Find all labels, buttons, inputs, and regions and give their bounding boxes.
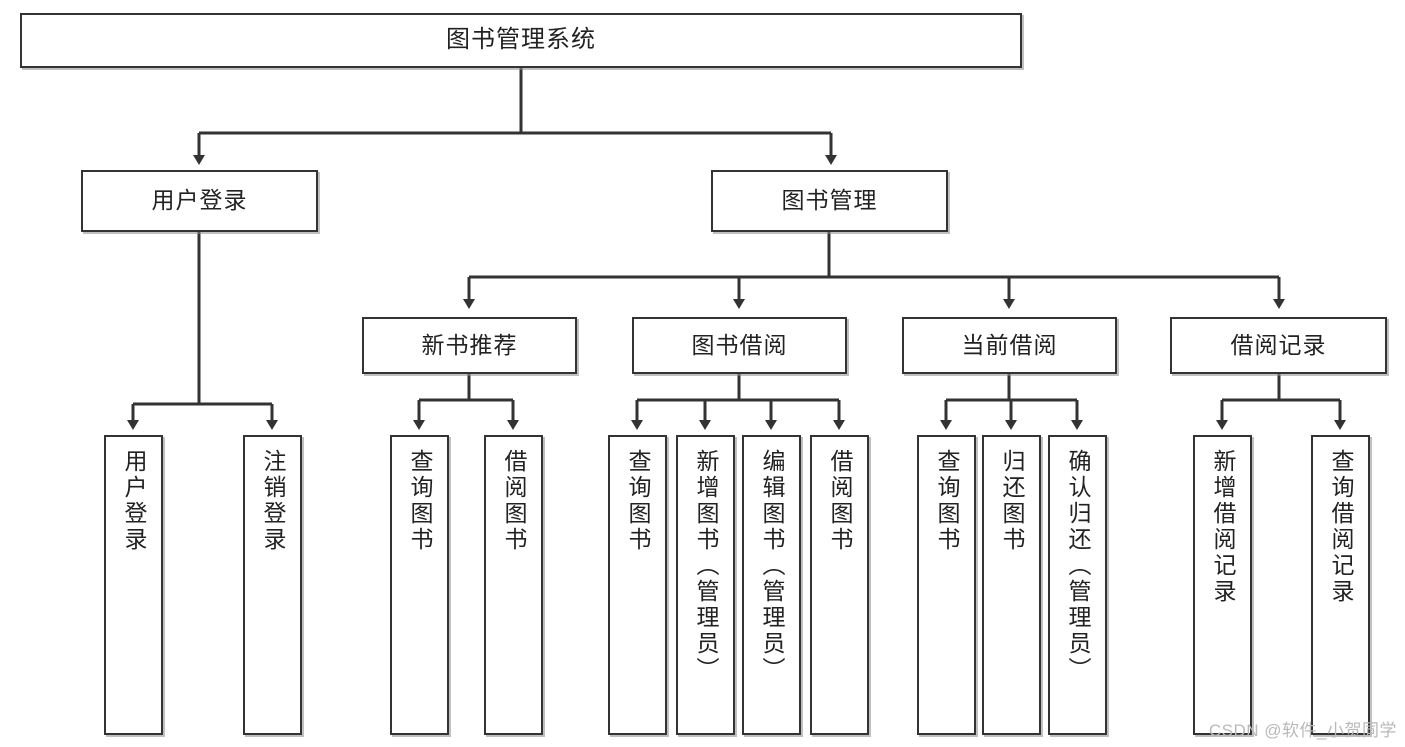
node-label: 图书借阅 [691, 331, 788, 358]
node-label: 用户登录 [121, 449, 147, 553]
node-label: 确认归还（管理员） [1065, 449, 1091, 683]
node-label: 当前借阅 [961, 331, 1058, 358]
leaf-borrow-book-2[interactable]: 借阅图书 [810, 435, 869, 735]
node-label: 查询图书 [934, 449, 960, 553]
leaf-borrow-book-1[interactable]: 借阅图书 [484, 435, 543, 735]
leaf-confirm-return[interactable]: 确认归还（管理员） [1048, 435, 1107, 735]
node-label: 图书管理系统 [446, 26, 596, 54]
node-book-manage[interactable]: 图书管理 [711, 170, 948, 232]
leaf-query-book-1[interactable]: 查询图书 [390, 435, 449, 735]
leaf-add-borrow-record[interactable]: 新增借阅记录 [1193, 435, 1252, 735]
leaf-query-book-2[interactable]: 查询图书 [608, 435, 667, 735]
node-label: 新增借阅记录 [1210, 449, 1236, 605]
node-user-login[interactable]: 用户登录 [81, 170, 318, 232]
leaf-query-borrow-record[interactable]: 查询借阅记录 [1311, 435, 1370, 735]
node-root-system[interactable]: 图书管理系统 [20, 13, 1022, 68]
node-label: 借阅记录 [1230, 331, 1327, 358]
node-label: 借阅图书 [501, 449, 527, 553]
node-label: 借阅图书 [827, 449, 853, 553]
node-new-book-recommend[interactable]: 新书推荐 [362, 317, 577, 374]
leaf-add-book[interactable]: 新增图书（管理员） [676, 435, 735, 735]
node-label: 用户登录 [151, 187, 248, 214]
leaf-return-book[interactable]: 归还图书 [982, 435, 1041, 735]
leaf-edit-book[interactable]: 编辑图书（管理员） [742, 435, 801, 735]
node-label: 注销登录 [260, 449, 286, 553]
node-label: 图书管理 [781, 187, 878, 214]
leaf-query-book-3[interactable]: 查询图书 [917, 435, 976, 735]
leaf-logout-login[interactable]: 注销登录 [243, 435, 302, 735]
node-label: 查询图书 [407, 449, 433, 553]
node-label: 查询借阅记录 [1328, 449, 1354, 605]
node-label: 新书推荐 [421, 331, 518, 358]
node-label: 归还图书 [999, 449, 1025, 553]
node-label: 查询图书 [625, 449, 651, 553]
leaf-user-login[interactable]: 用户登录 [104, 435, 163, 735]
node-label: 新增图书（管理员） [693, 449, 719, 683]
watermark-csdn: CSDN @软件_小贺同学 [1208, 721, 1397, 740]
node-book-borrow[interactable]: 图书借阅 [632, 317, 847, 374]
node-current-borrow[interactable]: 当前借阅 [902, 317, 1117, 374]
node-borrow-record[interactable]: 借阅记录 [1170, 317, 1387, 374]
node-label: 编辑图书（管理员） [759, 449, 785, 683]
